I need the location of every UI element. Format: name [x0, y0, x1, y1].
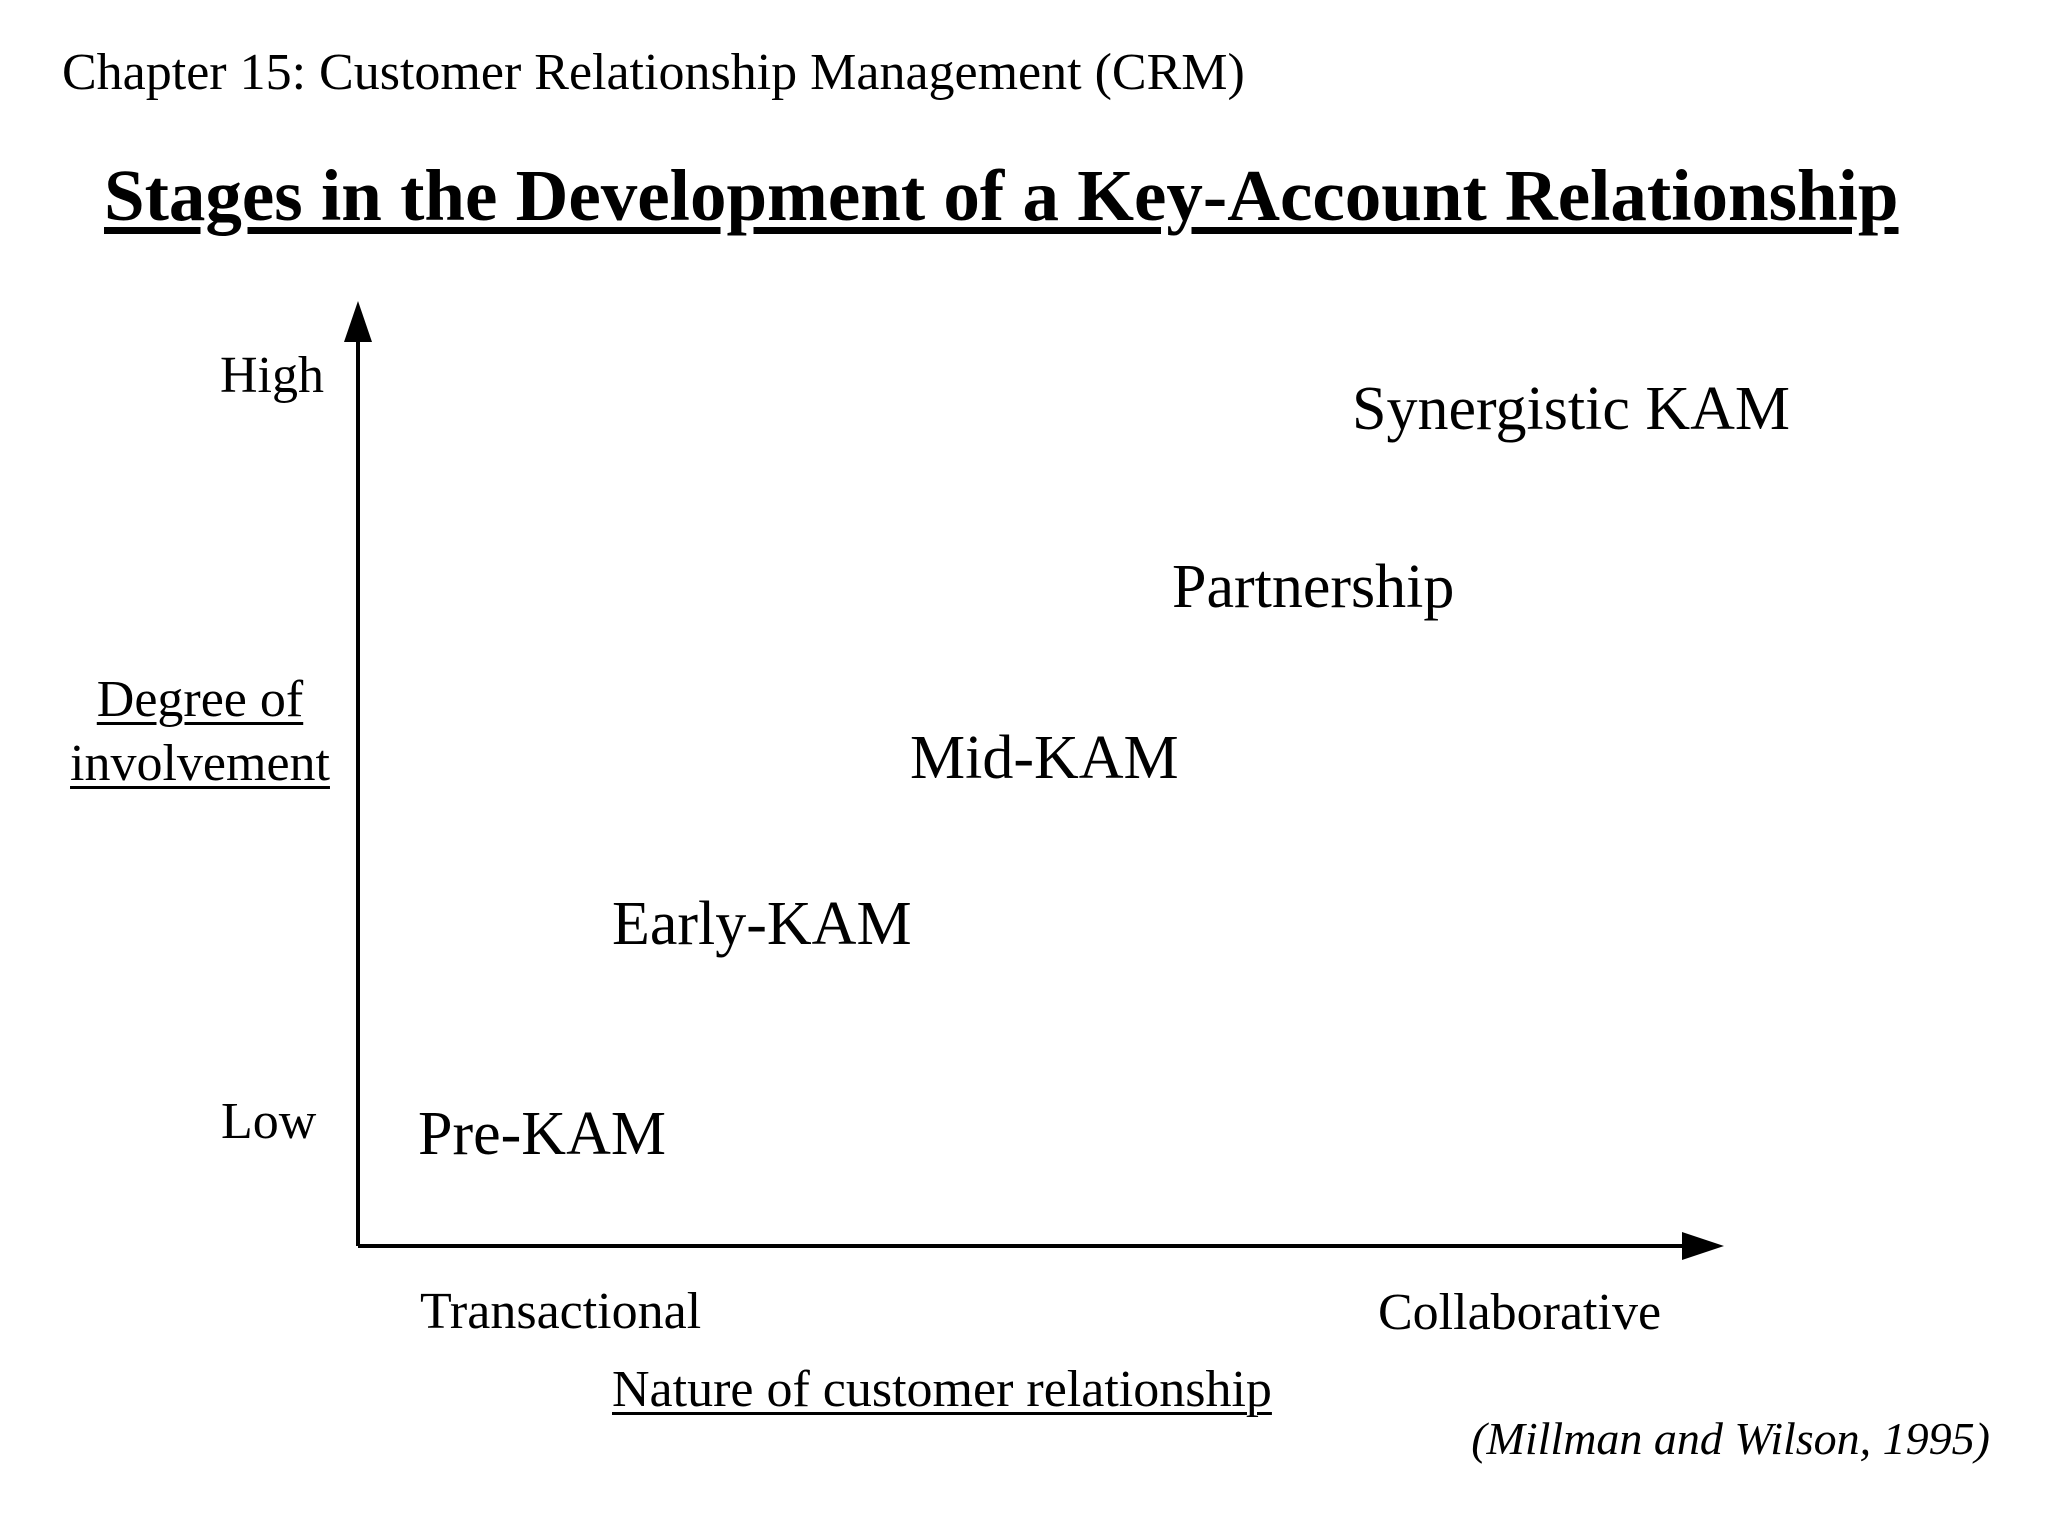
stage-label-mid-kam: Mid-KAM [910, 724, 1179, 792]
y-axis-title: Degree of involvement [40, 668, 360, 796]
stage-label-early-kam: Early-KAM [612, 890, 912, 958]
x-axis-arrowhead-icon [1682, 1232, 1724, 1260]
y-axis-title-line1: Degree of [96, 671, 304, 728]
stage-label-synergistic-kam: Synergistic KAM [1352, 375, 1791, 443]
x-axis-right-label: Collaborative [1378, 1284, 1662, 1341]
y-axis-high-label: High [220, 347, 324, 404]
chapter-header: Chapter 15: Customer Relationship Manage… [62, 44, 1245, 101]
stage-label-partnership: Partnership [1172, 553, 1455, 621]
stage-label-pre-kam: Pre-KAM [418, 1100, 666, 1168]
y-axis-arrowhead-icon [344, 301, 372, 342]
x-axis-left-label: Transactional [420, 1283, 702, 1340]
page-title: Stages in the Development of a Key-Accou… [104, 155, 1899, 236]
y-axis-title-line2: involvement [70, 734, 330, 792]
x-axis-title: Nature of customer relationship [612, 1361, 1272, 1418]
citation: (Millman and Wilson, 1995) [1471, 1413, 1990, 1464]
y-axis-low-label: Low [221, 1093, 317, 1150]
